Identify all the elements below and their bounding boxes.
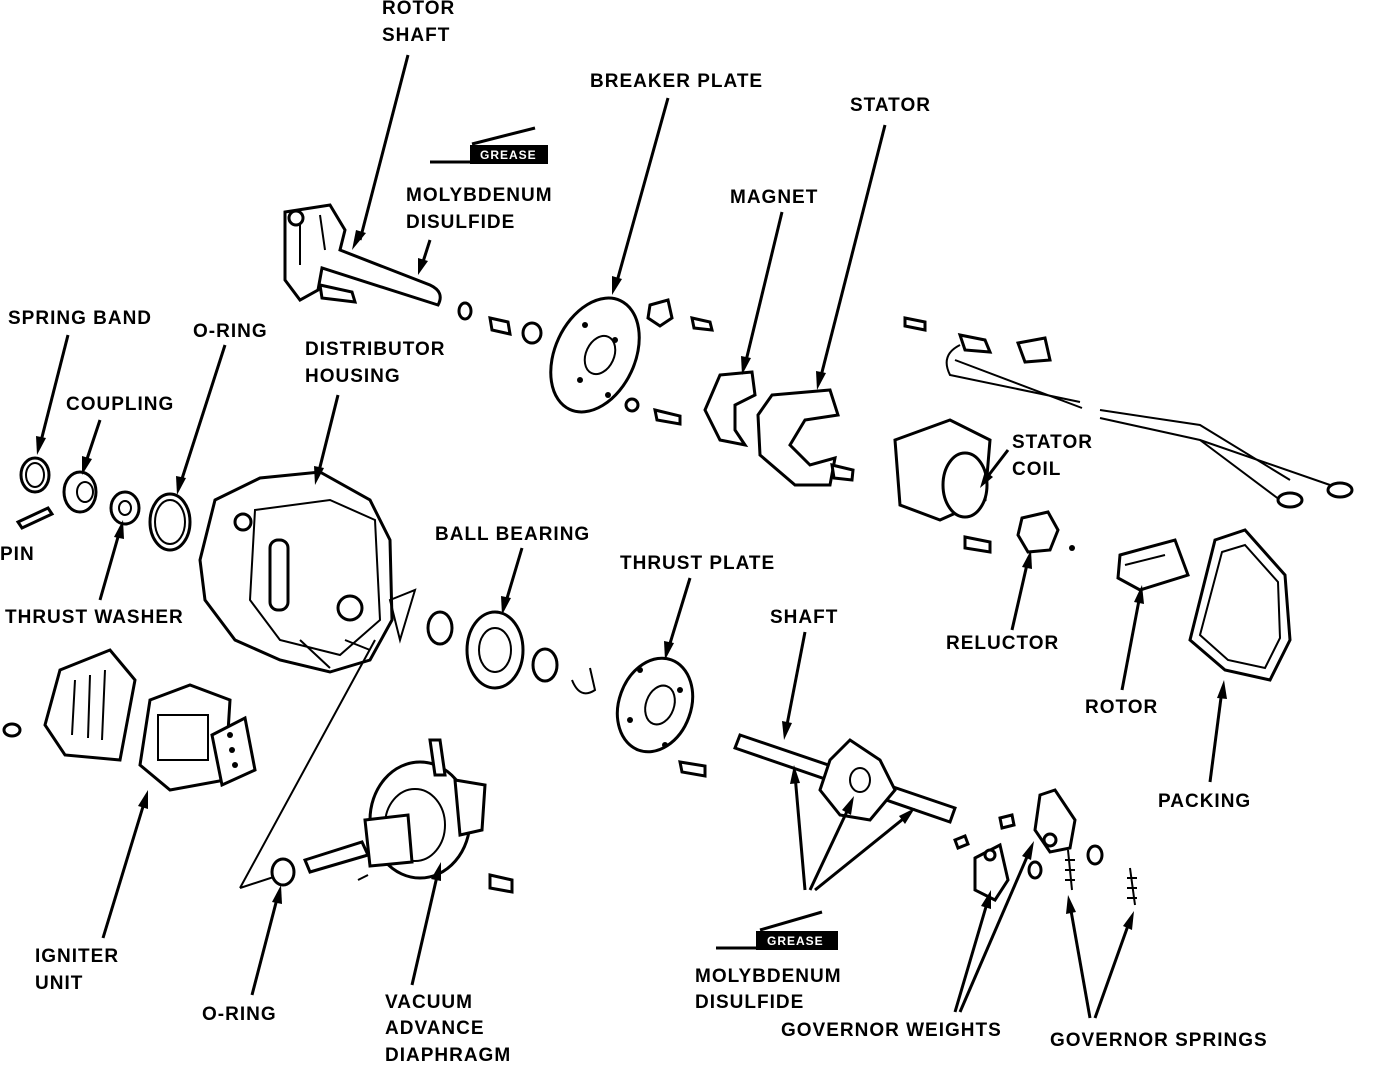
stator-part	[756, 388, 855, 487]
label-stator: STATOR	[850, 95, 931, 116]
label-shaft: SHAFT	[770, 607, 838, 628]
label-reluctor: RELUCTOR	[946, 633, 1059, 654]
label-molybdenum-top-line2: DISULFIDE	[406, 212, 515, 233]
label-ball-bearing: BALL BEARING	[435, 524, 590, 545]
label-governor-springs: GOVERNOR SPRINGS	[1050, 1030, 1268, 1051]
label-packing: PACKING	[1158, 791, 1251, 812]
label-thrust-plate: THRUST PLATE	[620, 553, 775, 574]
governor-weights-part	[973, 788, 1077, 902]
label-governor-weights: GOVERNOR WEIGHTS	[781, 1020, 1002, 1041]
label-rotor-shaft-line1: ROTOR	[382, 0, 455, 19]
stator-coil-part	[893, 316, 1354, 522]
label-stator-coil-line2: COIL	[1012, 459, 1061, 480]
governor-small-parts	[953, 813, 1137, 906]
thrust-plate-part	[615, 656, 707, 778]
label-spring-band: SPRING BAND	[8, 308, 152, 329]
packing-part	[1188, 528, 1292, 682]
o-ring-bottom-part	[270, 857, 296, 887]
label-igniter-unit-line2: UNIT	[35, 973, 83, 994]
label-distributor-housing-line1: DISTRIBUTOR	[305, 339, 445, 360]
spring-band-part	[19, 456, 51, 494]
vacuum-advance-diaphragm-part	[302, 738, 514, 894]
pin-part	[15, 506, 55, 530]
label-igniter-unit-line1: IGNITER	[35, 946, 119, 967]
leader-lines	[36, 54, 1227, 1019]
rotor-part	[1116, 538, 1190, 592]
igniter-unit-part	[2, 648, 257, 792]
label-breaker-plate: BREAKER PLATE	[590, 71, 763, 92]
label-coupling: COUPLING	[66, 394, 174, 415]
distributor-housing-part	[198, 470, 394, 674]
grease-tube-icon: GREASE	[716, 910, 838, 950]
grease-tube-text: GREASE	[480, 148, 537, 162]
label-molybdenum-bottom-line1: MOLYBDENUM	[695, 966, 842, 987]
thrust-washer-part	[109, 490, 141, 526]
breaker-plate-part	[549, 296, 714, 426]
grease-tube-icon: GREASE	[430, 126, 548, 164]
label-vacuum-advance-line2: ADVANCE	[385, 1018, 485, 1039]
label-rotor-shaft-line2: SHAFT	[382, 25, 450, 46]
label-o-ring-top: O-RING	[193, 321, 268, 342]
label-vacuum-advance-line1: VACUUM	[385, 992, 473, 1013]
part-labels: ROTOR SHAFT BREAKER PLATE STATOR MAGNET …	[0, 0, 1268, 1066]
label-o-ring-bottom: O-RING	[202, 1004, 277, 1025]
reluctor-part	[963, 510, 1075, 554]
label-pin: PIN	[0, 544, 35, 565]
label-stator-coil-line1: STATOR	[1012, 432, 1093, 453]
coupling-part	[62, 470, 98, 514]
rotor-shaft-part	[283, 203, 442, 307]
label-magnet: MAGNET	[730, 187, 818, 208]
grease-tube-text: GREASE	[767, 934, 824, 948]
label-rotor: ROTOR	[1085, 697, 1158, 718]
shaft-washers	[457, 301, 543, 345]
label-distributor-housing-line2: HOUSING	[305, 366, 401, 387]
o-ring-top-part	[148, 492, 192, 552]
magnet-part	[703, 370, 757, 448]
ball-bearing-part	[426, 610, 597, 695]
label-vacuum-advance-line3: DIAPHRAGM	[385, 1045, 511, 1066]
label-thrust-washer: THRUST WASHER	[5, 607, 184, 628]
label-molybdenum-top-line1: MOLYBDENUM	[406, 185, 553, 206]
label-molybdenum-bottom-line2: DISULFIDE	[695, 992, 804, 1013]
shaft-part	[733, 733, 957, 824]
